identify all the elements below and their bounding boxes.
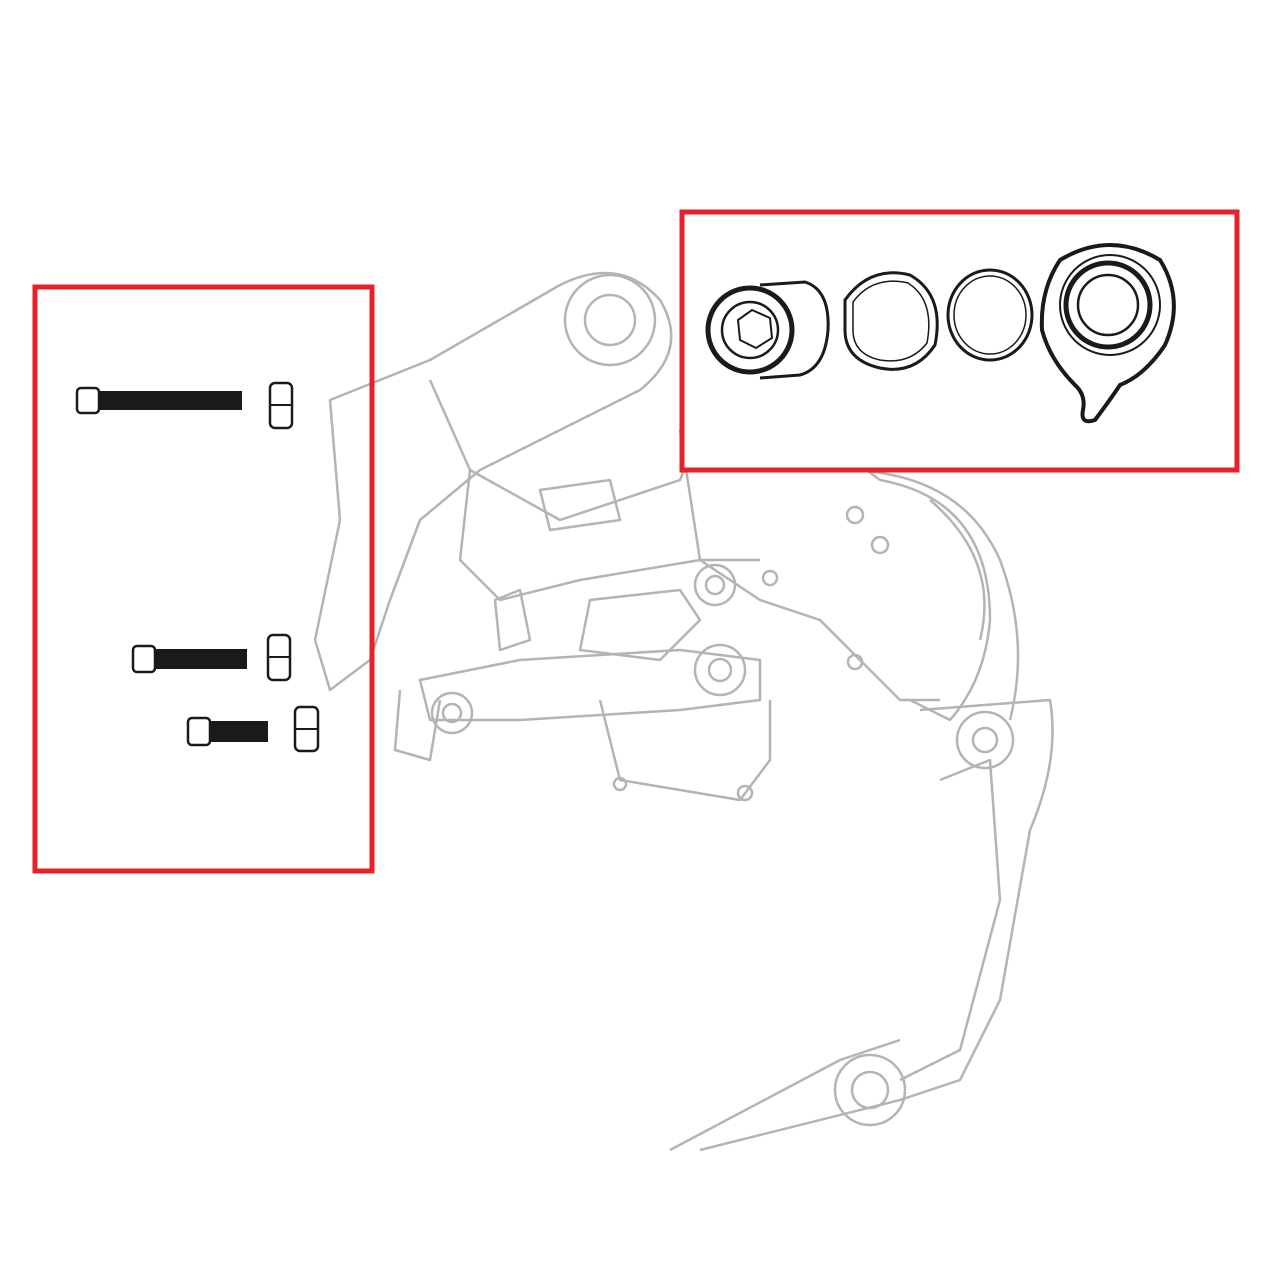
bushing [705,280,830,380]
nut [293,705,320,753]
bolts-and-nuts-group [32,284,375,874]
long-bolt [75,386,242,415]
flat-washer [946,268,1034,362]
nut [268,381,294,430]
medium-bolt [131,644,247,674]
highlight-box-bolts [32,284,375,874]
short-bolt [186,716,268,747]
wave-washer [843,271,939,371]
cage-plate [1039,243,1176,424]
pivot-hardware-group [679,209,1240,473]
nut [266,633,292,682]
